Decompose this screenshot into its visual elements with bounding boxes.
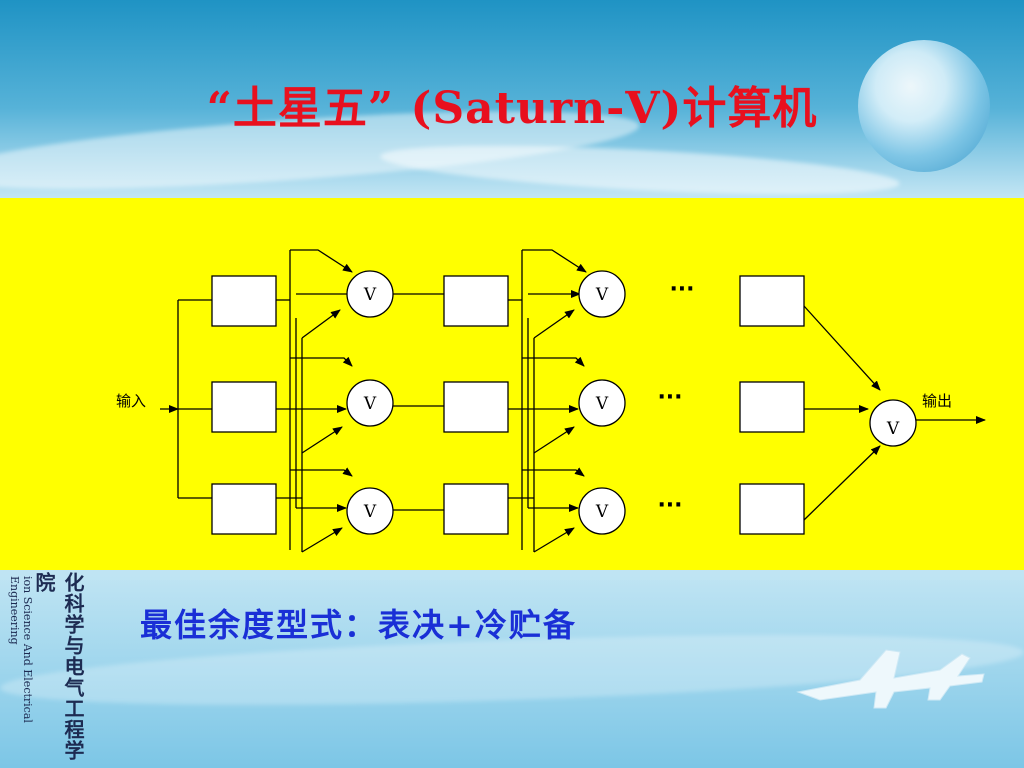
output-label: 输出 xyxy=(922,392,952,410)
module-box xyxy=(211,275,277,327)
redundancy-diagram: V V V V V V V ··· ··· ··· 输入 输出 xyxy=(116,249,986,553)
logo-school-name-en: ion Science And Electrical Engineering xyxy=(8,576,34,723)
voter-label: V xyxy=(363,502,377,522)
voter-label: V xyxy=(363,394,377,414)
final-voter-node xyxy=(869,399,917,447)
jet-icon xyxy=(796,649,985,709)
light-streak xyxy=(379,136,901,204)
ellipsis: ··· xyxy=(669,277,694,302)
module-box xyxy=(211,381,277,433)
slide-caption: 最佳余度型式：表决+冷贮备 xyxy=(140,606,577,644)
voter-label: V xyxy=(595,394,609,414)
diagram-panel xyxy=(0,198,1024,570)
input-label: 输入 xyxy=(116,392,146,410)
voter-label: V xyxy=(595,502,609,522)
logo-school-name-cn: 化科学与电气工程学院 xyxy=(32,572,85,761)
voter-node xyxy=(578,379,626,427)
module-box xyxy=(739,275,805,327)
module-box xyxy=(443,275,509,327)
voter-node xyxy=(346,379,394,427)
voter-label: V xyxy=(886,419,900,439)
voter-node xyxy=(578,270,626,318)
module-box xyxy=(443,483,509,535)
ellipsis: ··· xyxy=(657,385,682,410)
voter-node xyxy=(346,487,394,535)
module-box xyxy=(739,381,805,433)
module-box xyxy=(443,381,509,433)
voter-label: V xyxy=(595,285,609,305)
voter-node xyxy=(578,487,626,535)
ellipsis: ··· xyxy=(657,493,682,518)
voter-label: V xyxy=(363,285,377,305)
module-box xyxy=(739,483,805,535)
slide-title: “土星五” (Saturn-Ⅴ)计算机 xyxy=(206,83,818,134)
module-box xyxy=(211,483,277,535)
globe-graphic xyxy=(858,40,990,172)
